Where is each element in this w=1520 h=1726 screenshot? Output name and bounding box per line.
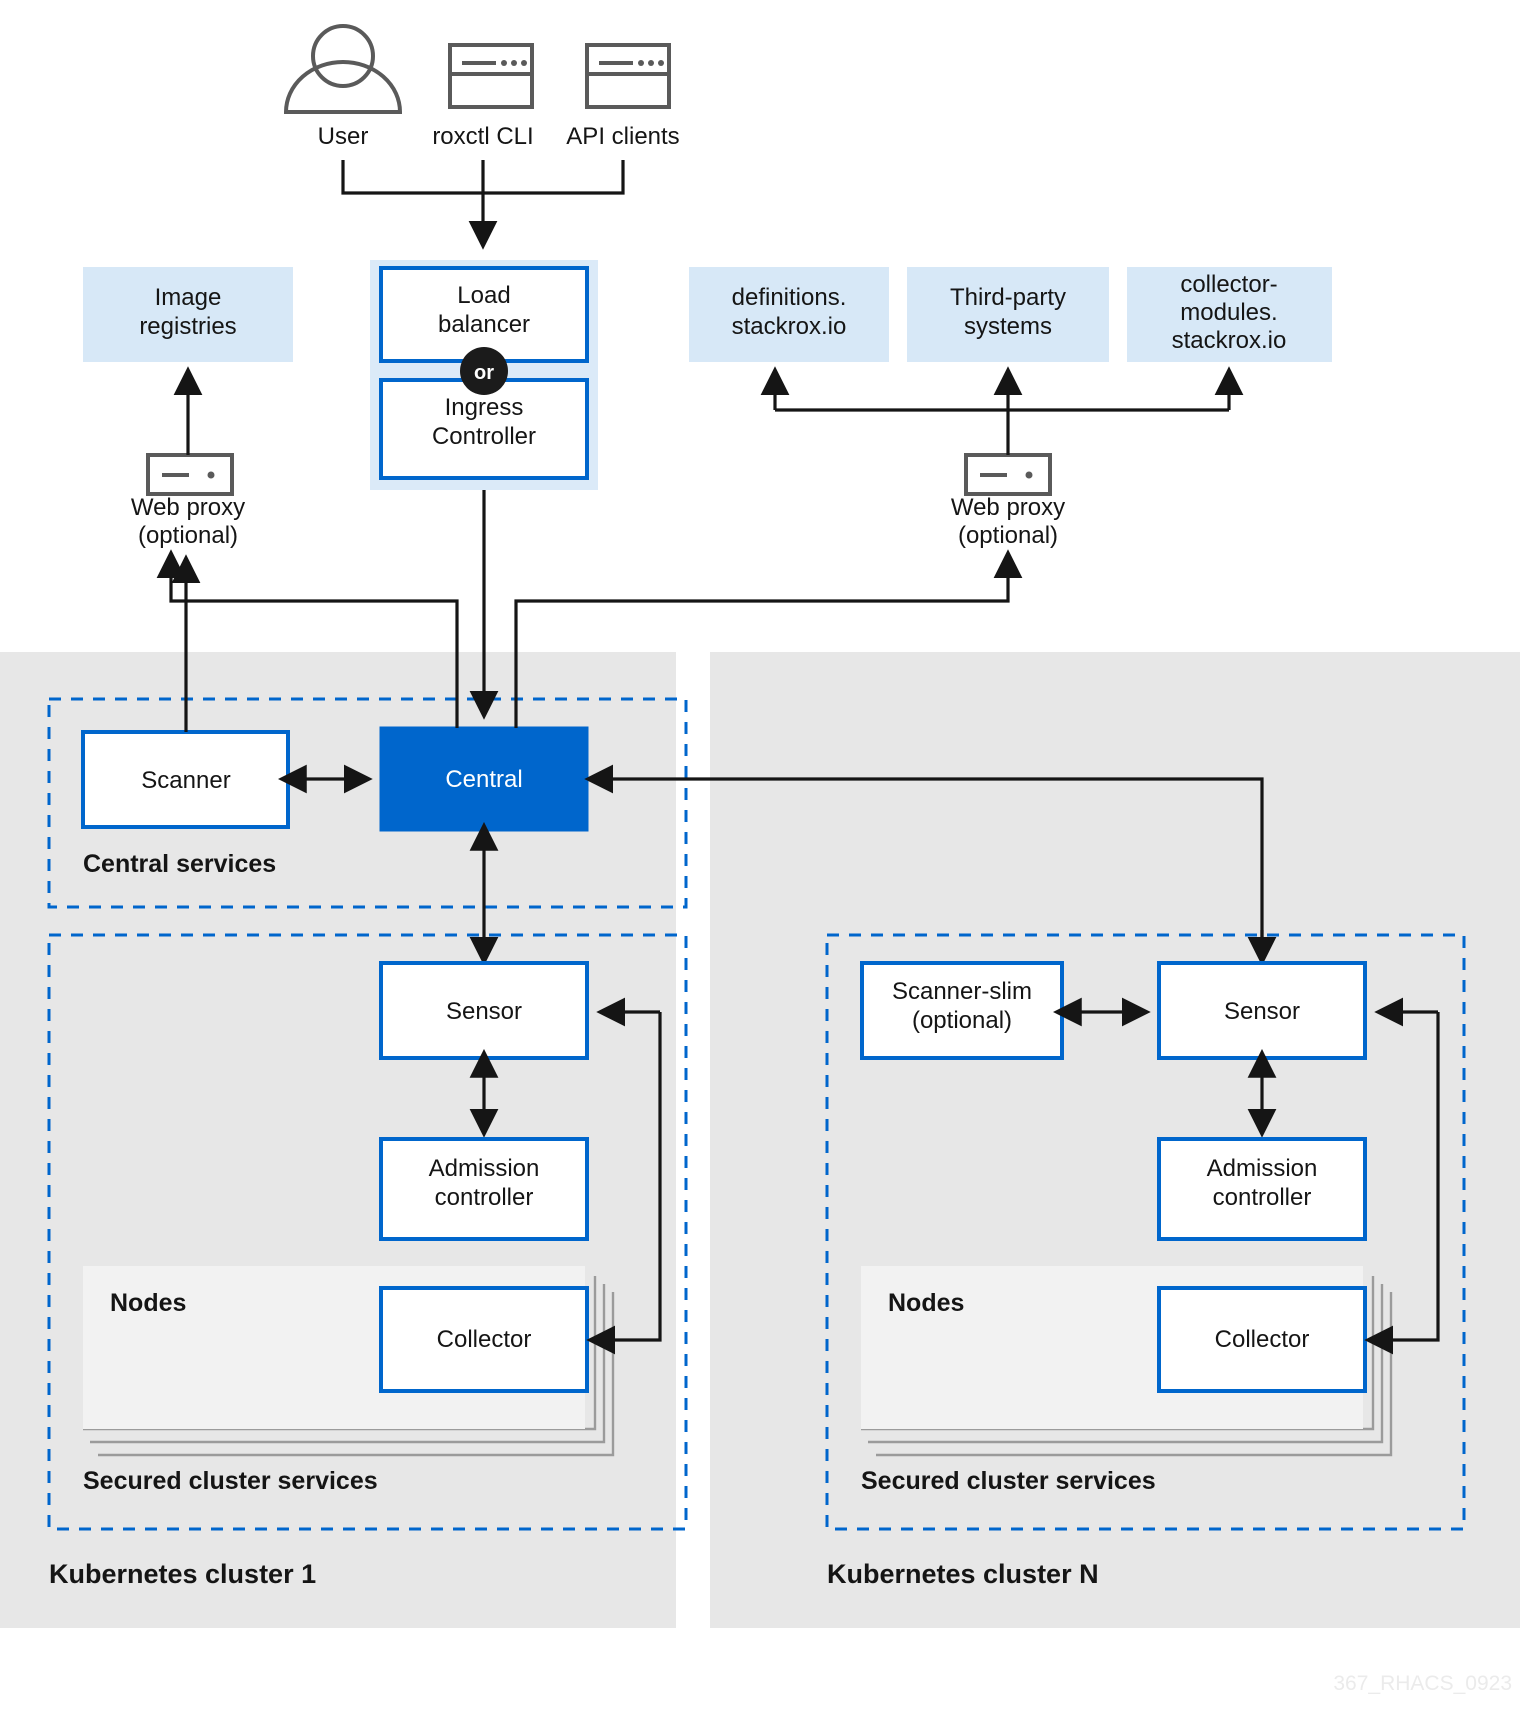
web-proxy-right-line-2: (optional) — [958, 522, 1058, 549]
central-box: Central — [379, 726, 589, 832]
sensor-box-n: Sensor — [1157, 961, 1367, 1060]
web-proxy-icon-right — [964, 453, 1052, 496]
admission-controller-label-1a: Admission — [429, 1155, 540, 1182]
admission-controller-label-na: Admission — [1207, 1155, 1318, 1182]
third-party-line-1: Third-party — [950, 284, 1066, 311]
edge-collector-sensor-1 — [586, 997, 662, 1355]
ingress-controller-line-1: Ingress — [445, 394, 524, 421]
ingress-controller-line-2: Controller — [432, 423, 536, 450]
person-icon — [283, 24, 403, 114]
kubernetes-cluster-n-label: Kubernetes cluster N — [827, 1559, 1099, 1589]
actors-to-ingress-connector — [341, 160, 625, 250]
scanner-slim-label-1: Scanner-slim — [892, 978, 1032, 1005]
sensor-label-n: Sensor — [1224, 998, 1300, 1025]
image-registries-line-2: registries — [139, 313, 236, 340]
roxctl-cli-label: roxctl CLI — [432, 123, 533, 150]
secured-cluster-services-label-1: Secured cluster services — [83, 1467, 378, 1495]
nodes-label-n: Nodes — [888, 1289, 964, 1317]
user-label: User — [318, 123, 369, 150]
scanner-slim-box: Scanner-slim (optional) — [860, 961, 1064, 1060]
terminal-window-icon-roxctl — [448, 43, 534, 109]
nodes-label-1: Nodes — [110, 1289, 186, 1317]
collector-box-n: Collector — [1157, 1286, 1367, 1393]
collector-label-1: Collector — [437, 1326, 532, 1353]
definitions-line-1: definitions. — [732, 284, 847, 311]
image-registries-line-1: Image — [155, 284, 222, 311]
web-proxy-right-line-1: Web proxy — [951, 494, 1065, 521]
secured-cluster-services-region-1 — [47, 933, 688, 1531]
web-proxy-left-line-2: (optional) — [138, 522, 238, 549]
collector-modules-line-3: stackrox.io — [1172, 327, 1287, 354]
image-registries-box: Image registries — [83, 267, 293, 362]
definitions-stackrox-box: definitions. stackrox.io — [689, 267, 889, 362]
central-services-region — [47, 697, 688, 909]
kubernetes-cluster-1-label: Kubernetes cluster 1 — [49, 1559, 316, 1589]
ingress-controller-box — [379, 378, 589, 480]
ingress-group: Load balancer Ingress Controller or — [370, 260, 598, 490]
collector-box-1: Collector — [379, 1286, 589, 1393]
sensor-box-1: Sensor — [379, 961, 589, 1060]
secured-cluster-services-label-n: Secured cluster services — [861, 1467, 1156, 1495]
third-party-line-2: systems — [964, 313, 1052, 340]
admission-controller-label-nb: controller — [1213, 1184, 1312, 1211]
scanner-slim-label-2: (optional) — [912, 1007, 1012, 1034]
scanner-box: Scanner — [81, 730, 290, 829]
collector-modules-line-2: modules. — [1180, 299, 1277, 326]
web-proxy-icon-left — [146, 453, 234, 496]
edge-central-to-webproxy-right — [514, 549, 1023, 728]
load-balancer-line-1: Load — [457, 282, 510, 309]
collector-modules-line-1: collector- — [1180, 271, 1277, 298]
edge-central-to-webproxy-left — [156, 549, 459, 728]
edge-webproxy-right-fanout — [760, 366, 1244, 455]
or-badge-label: or — [474, 362, 494, 384]
api-clients-label: API clients — [566, 123, 679, 150]
load-balancer-line-2: balancer — [438, 311, 530, 338]
secured-cluster-services-region-n — [825, 933, 1466, 1531]
sensor-label-1: Sensor — [446, 998, 522, 1025]
admission-controller-box-1: Admission controller — [379, 1137, 589, 1241]
or-badge — [460, 347, 508, 395]
cluster-region-n — [710, 652, 1520, 1628]
collector-modules-box: collector- modules. stackrox.io — [1127, 267, 1332, 362]
terminal-window-icon-api — [585, 43, 671, 109]
scanner-label: Scanner — [141, 767, 230, 794]
watermark-label: 367_RHACS_0923 — [1333, 1672, 1512, 1695]
admission-controller-label-1b: controller — [435, 1184, 534, 1211]
central-services-label: Central services — [83, 850, 276, 878]
edge-collector-sensor-n — [1364, 997, 1440, 1355]
web-proxy-left-line-1: Web proxy — [131, 494, 245, 521]
edge-central-sensor-n — [584, 764, 1277, 966]
admission-controller-box-n: Admission controller — [1157, 1137, 1367, 1241]
definitions-line-2: stackrox.io — [732, 313, 847, 340]
collector-label-n: Collector — [1215, 1326, 1310, 1353]
third-party-systems-box: Third-party systems — [907, 267, 1109, 362]
central-label: Central — [445, 766, 522, 793]
